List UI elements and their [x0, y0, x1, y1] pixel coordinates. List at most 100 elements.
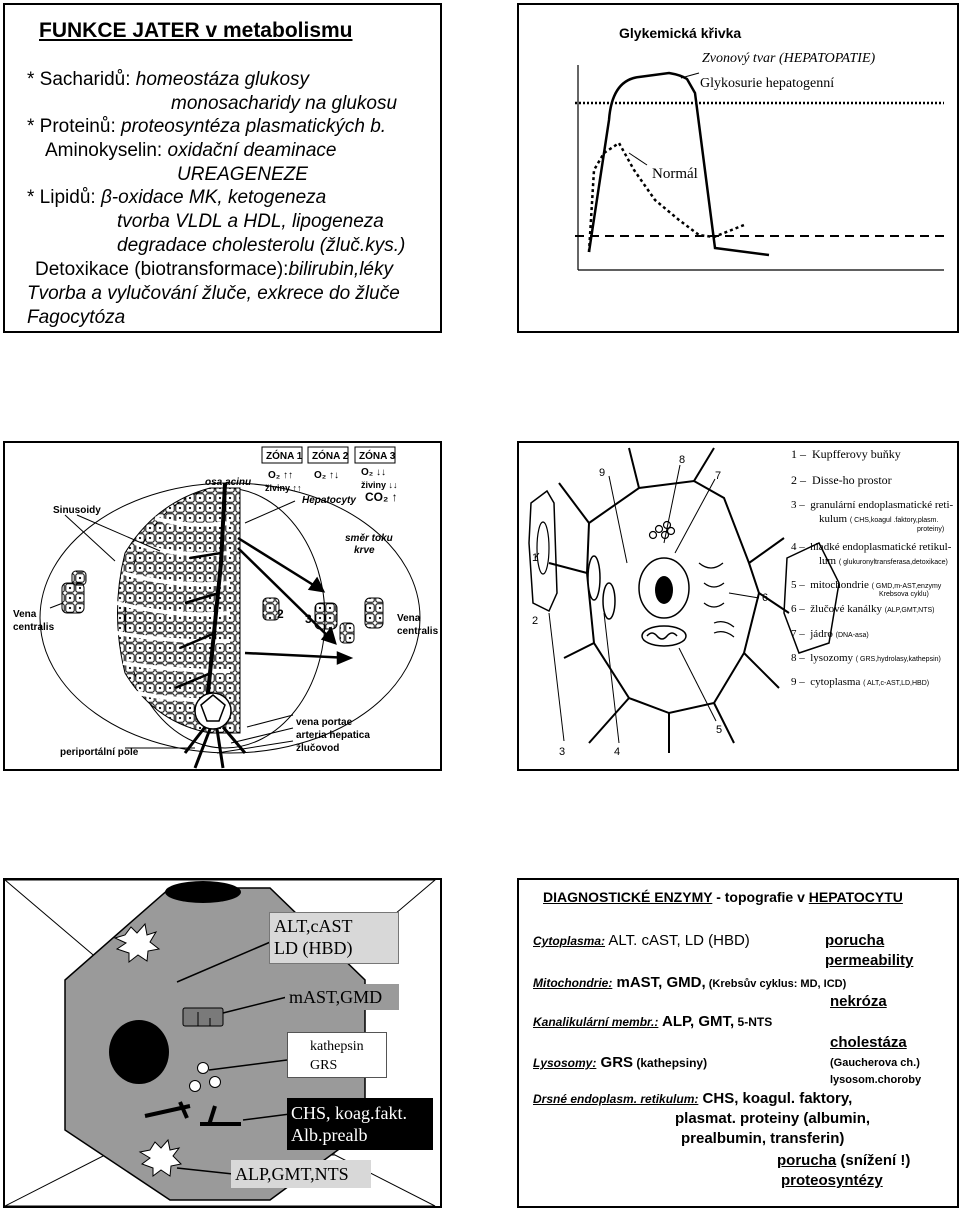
zone1-box — [261, 446, 303, 464]
num-5: 5 — [716, 724, 722, 736]
zone3-box — [354, 446, 396, 464]
zone1-o2: O₂ ↑↑ — [268, 470, 293, 481]
pointer-cytoplasm — [176, 939, 276, 983]
legend-item-5: 5 – mitochondrie ( GMD,m-AST,enzymy — [791, 579, 942, 591]
zone3-co2: CO₂ ↑ — [365, 490, 398, 504]
saccharides-line-2: monosacharidy na glukosu — [171, 93, 398, 114]
zone1-label: ZÓNA 1 — [266, 449, 303, 462]
legend-item-5-sub: Krebsova cyklu) — [879, 591, 929, 598]
normal-curve-line — [587, 141, 745, 253]
arteria-hepatica-label: arteria hepatica — [296, 730, 370, 741]
er-enzymes-box: CHS, koag.fakt.Alb.prealb — [287, 1098, 433, 1150]
row-mitochondria-result: nekróza — [830, 993, 887, 1010]
bell-curve-line — [587, 71, 770, 257]
phagocytosis-line: Fagocytóza — [27, 307, 126, 328]
glycemic-curve-diagram: Glykemická křivka Zvonový tvar (HEPATOPA… — [575, 25, 944, 271]
num-2: 2 — [532, 615, 538, 627]
legend-item-3-cont: kulum ( CHS,koagul .faktory,plasm. — [819, 513, 939, 525]
row-rough-er-3: prealbumin, transferin) — [681, 1130, 845, 1147]
hepatocyte-structure-diagram: 1 2 3 4 5 6 7 8 9 — [528, 447, 840, 758]
row-rough-er-4: porucha (snížení !) — [777, 1152, 911, 1169]
glycemic-curve-panel: Glykemická křivka Zvonový tvar (HEPATOPA… — [517, 3, 959, 333]
row-cytoplasm-result-1: porucha — [825, 932, 885, 949]
row-canalicular: Kanalikulární membr.: ALP, GMT, 5-NTS — [533, 1013, 773, 1030]
row-lysosomes-result-1: (Gaucherova ch.) — [830, 1057, 920, 1069]
lipids-line-2: tvorba VLDL a HDL, lipogeneza — [117, 211, 384, 232]
panel-title: FUNKCE JATER v metabolismu — [39, 19, 353, 42]
row-mitochondria: Mitochondrie: mAST, GMD, (Krebsův cyklus… — [533, 974, 847, 991]
legend-item-9: 9 – cytoplasma ( ALT,c-AST,LD,HBD) — [791, 676, 930, 688]
kupffer-cell — [528, 489, 558, 613]
smooth-er — [698, 562, 725, 608]
lipids-line: * Lipidů: β-oxidace MK, ketogeneza — [27, 187, 327, 208]
num-1: 1 — [532, 552, 538, 564]
portal-triad — [194, 692, 232, 730]
diagnostic-title: DIAGNOSTICKÉ ENZYMY - topografie v HEPAT… — [543, 889, 903, 905]
central-vein-right-2: centralis — [397, 626, 439, 637]
acinus-diagram: ZÓNA 1 ZÓNA 2 ZÓNA 3 O₂ ↑↑ živiny ↑↑ O₂ … — [13, 446, 439, 769]
acinus-outline — [39, 482, 421, 754]
periportal-field-label: periportální pole — [60, 747, 139, 758]
nucleus-shape — [109, 1020, 169, 1084]
central-vein-left-1: Vena — [13, 609, 37, 620]
mito-enzymes-box: mAST,GMD — [285, 984, 399, 1010]
structure-legend: 1 – Kupfferovy buňky 2 – Disse-ho prosto… — [791, 445, 957, 767]
legend-item-7: 7 – jádro (DNA-asa) — [791, 628, 869, 640]
zone-number-3: 3 — [305, 612, 312, 626]
hepatocyte-structure-panel: 1 2 3 4 5 6 7 8 9 1 – Kupfferovy buňky 2… — [517, 441, 959, 771]
zone2-label: ZÓNA 2 — [312, 449, 349, 462]
diagnostic-enzymes-panel: DIAGNOSTICKÉ ENZYMY - topografie v HEPAT… — [517, 878, 959, 1208]
detox-line: Detoxikace (biotransformace):bilirubin,l… — [35, 259, 393, 280]
saccharides-line: * Sacharidů: homeostáza glukosy — [27, 69, 310, 90]
row-rough-er-2: plasmat. proteiny (albumin, — [675, 1110, 871, 1127]
zone3-label: ZÓNA 3 — [359, 449, 396, 462]
num-4: 4 — [614, 746, 620, 758]
central-vein-right-1: Vena — [397, 613, 421, 624]
flow-blood-label: krve — [354, 545, 375, 556]
zone3-o2: O₂ ↓↓ — [361, 467, 386, 478]
proteins-line: * Proteinů: proteosyntéza plasmatických … — [27, 116, 387, 137]
acinus-axis-label: osa acinu — [205, 477, 251, 488]
bile-canaliculus-top — [165, 881, 241, 903]
row-lysosomes-result-2: lysosom.choroby — [830, 1074, 922, 1086]
legend-item-4-cont: lum ( glukuronyltransferasa,detoxikace) — [819, 555, 948, 567]
bell-label-pointer — [680, 72, 700, 79]
flow-arrow-3 — [244, 651, 351, 660]
lipids-line-3: degradace cholesterolu (žluč.kys.) — [117, 235, 406, 256]
legend-item-3: 3 – granulární endoplasmatické reti- — [791, 499, 954, 511]
legend-item-1: 1 – Kupfferovy buňky — [791, 447, 901, 461]
legend-item-2: 2 – Disse-ho prostor — [791, 473, 892, 487]
row-rough-er: Drsné endoplasm. retikulum: CHS, koagul.… — [533, 1090, 853, 1107]
legend-item-8: 8 – lysozomy ( GRS,hydrolasy,kathepsin) — [791, 652, 941, 664]
mitochondrion — [587, 555, 601, 601]
row-rough-er-5: proteosyntézy — [781, 1172, 883, 1189]
vena-portae-label: vena portae — [296, 717, 353, 728]
num-3: 3 — [559, 746, 565, 758]
neighbor-cell — [783, 542, 840, 654]
canaliculus-burst-bottom — [138, 1138, 183, 1177]
amino-acids-line: Aminokyselin: oxidační deaminace — [45, 140, 337, 161]
flow-arrow-2 — [237, 547, 336, 644]
mitochondrion-2 — [641, 625, 687, 647]
ureagenesis-line: UREAGENEZE — [177, 164, 308, 185]
num-6: 6 — [762, 592, 768, 604]
nucleolus — [655, 576, 673, 604]
lysosome — [197, 1062, 209, 1074]
row-cytoplasm-result-2: permeability — [825, 952, 914, 969]
sinusoids-label: Sinusoidy — [53, 505, 101, 516]
zone2-o2: O₂ ↑↓ — [314, 470, 339, 481]
cell-cluster-right — [314, 602, 338, 630]
glycemic-title: Glykemická křivka — [619, 25, 741, 41]
bile-line: Tvorba a vylučování žluče, exkrece do žl… — [27, 283, 400, 304]
zone-number-2: 2 — [277, 607, 284, 621]
num-7: 7 — [715, 470, 721, 482]
legend-item-6: 6 – žlučové kanálky (ALP,GMT,NTS) — [791, 603, 935, 615]
legend-item-4: 4 – hladké endoplasmatické retikul- — [791, 541, 952, 553]
legend-item-3-sub: proteiny) — [917, 526, 945, 533]
flow-direction-label: směr toku — [345, 533, 393, 544]
row-cytoplasm: Cytoplasma: ALT. cAST, LD (HBD) — [533, 932, 750, 949]
nucleus — [638, 557, 690, 619]
bile-duct-label: žlučovod — [296, 743, 339, 754]
